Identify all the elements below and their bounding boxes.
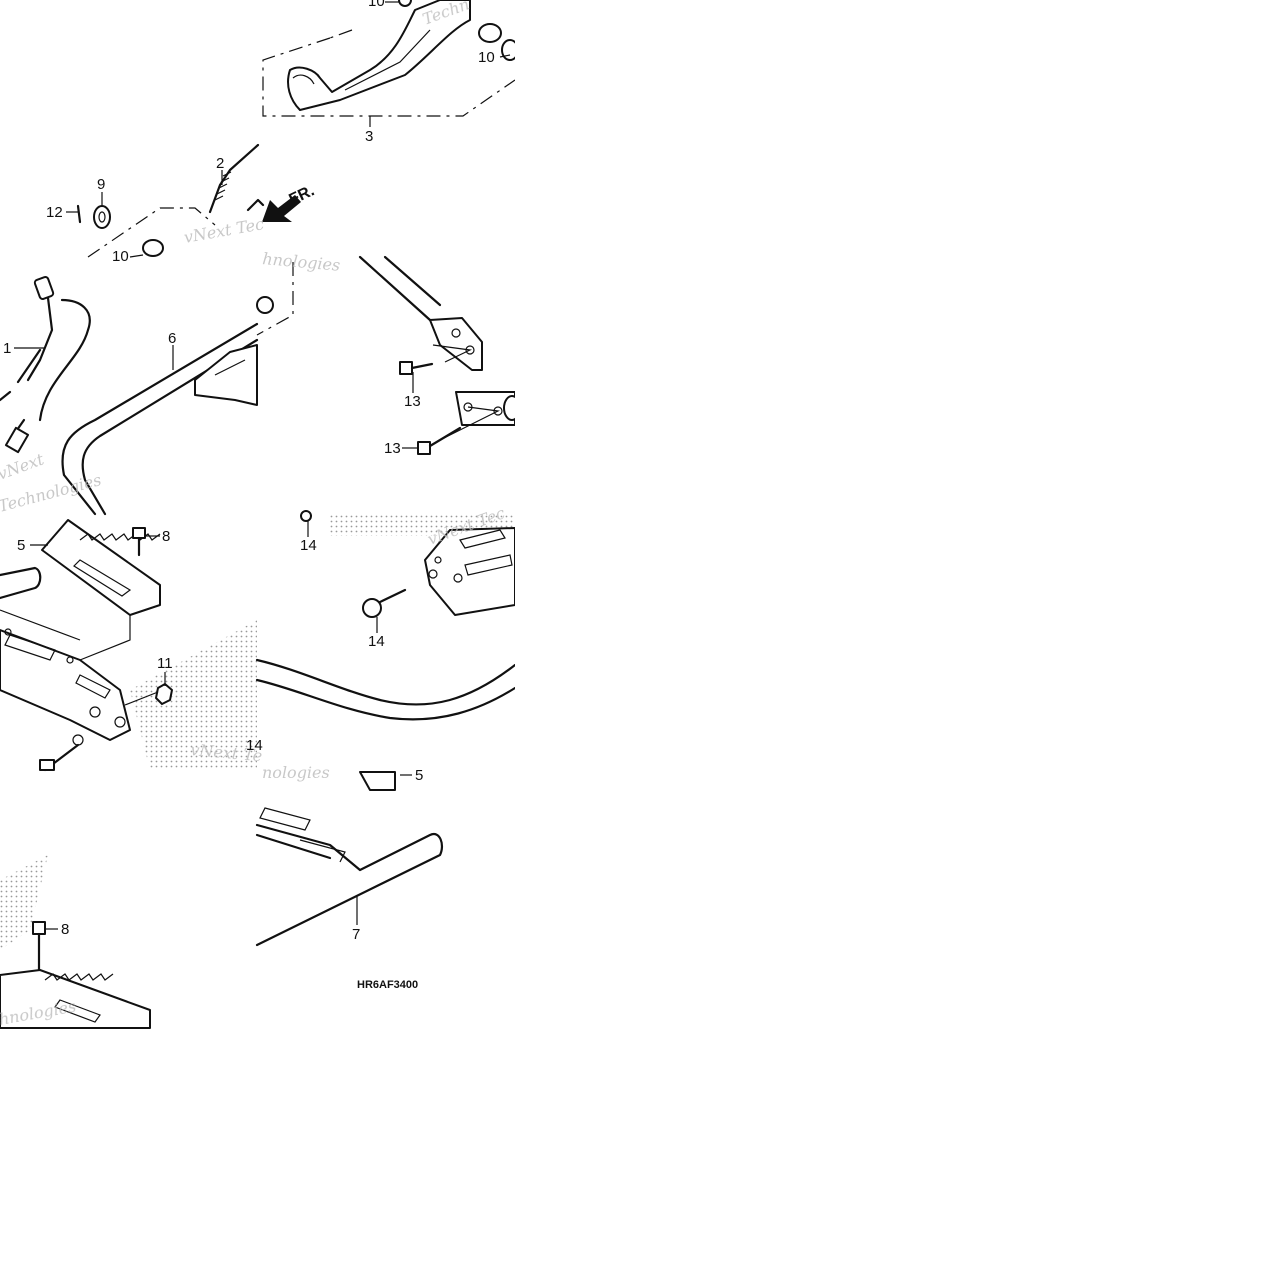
callout-5b: 5: [415, 767, 423, 784]
svg-text:vNext: vNext: [0, 449, 47, 483]
cable-assembly: [0, 276, 91, 454]
front-arrow-icon: [262, 195, 301, 222]
step-rail-7: [255, 771, 444, 947]
callout-1: 1: [3, 340, 11, 357]
callout-11: 11: [157, 655, 173, 672]
callout-10c: 10: [368, 0, 385, 10]
callout-8a: 8: [162, 528, 170, 545]
callout-13a: 13: [404, 393, 421, 410]
callout-14b: 14: [368, 633, 385, 650]
svg-text:hnologies: hnologies: [262, 249, 341, 275]
bracket-13: [256, 255, 521, 455]
upper-frame-rail: [61, 322, 259, 516]
figure-code: HR6AF3400: [357, 979, 418, 991]
bolt-8: [132, 527, 146, 557]
front-direction-label: FR.: [287, 182, 318, 208]
callout-9: 9: [97, 176, 105, 193]
spring-assembly: [76, 143, 301, 258]
svg-text:nologies: nologies: [262, 763, 330, 782]
callout-2: 2: [216, 155, 224, 172]
callout-10a: 10: [112, 248, 129, 265]
callout-10b: 10: [478, 49, 495, 66]
lower-frame-rail: [255, 658, 517, 721]
callout-8b: 8: [61, 921, 69, 938]
leader-lines: [14, 1, 511, 930]
callouts: 1 2 3 5 5 6 7 8 8 9 10 10 10 11 12 13 13…: [3, 0, 495, 943]
svg-text:vNext Tec: vNext Tec: [182, 214, 265, 247]
callout-12: 12: [46, 204, 63, 221]
callout-14c: 14: [246, 737, 263, 754]
callout-7: 7: [352, 926, 360, 943]
callout-6: 6: [168, 330, 176, 347]
callout-3: 3: [365, 128, 373, 145]
callout-13b: 13: [384, 440, 401, 457]
footpeg-lower: [0, 921, 151, 1029]
callout-5a: 5: [17, 537, 25, 554]
callout-14a: 14: [300, 537, 317, 554]
